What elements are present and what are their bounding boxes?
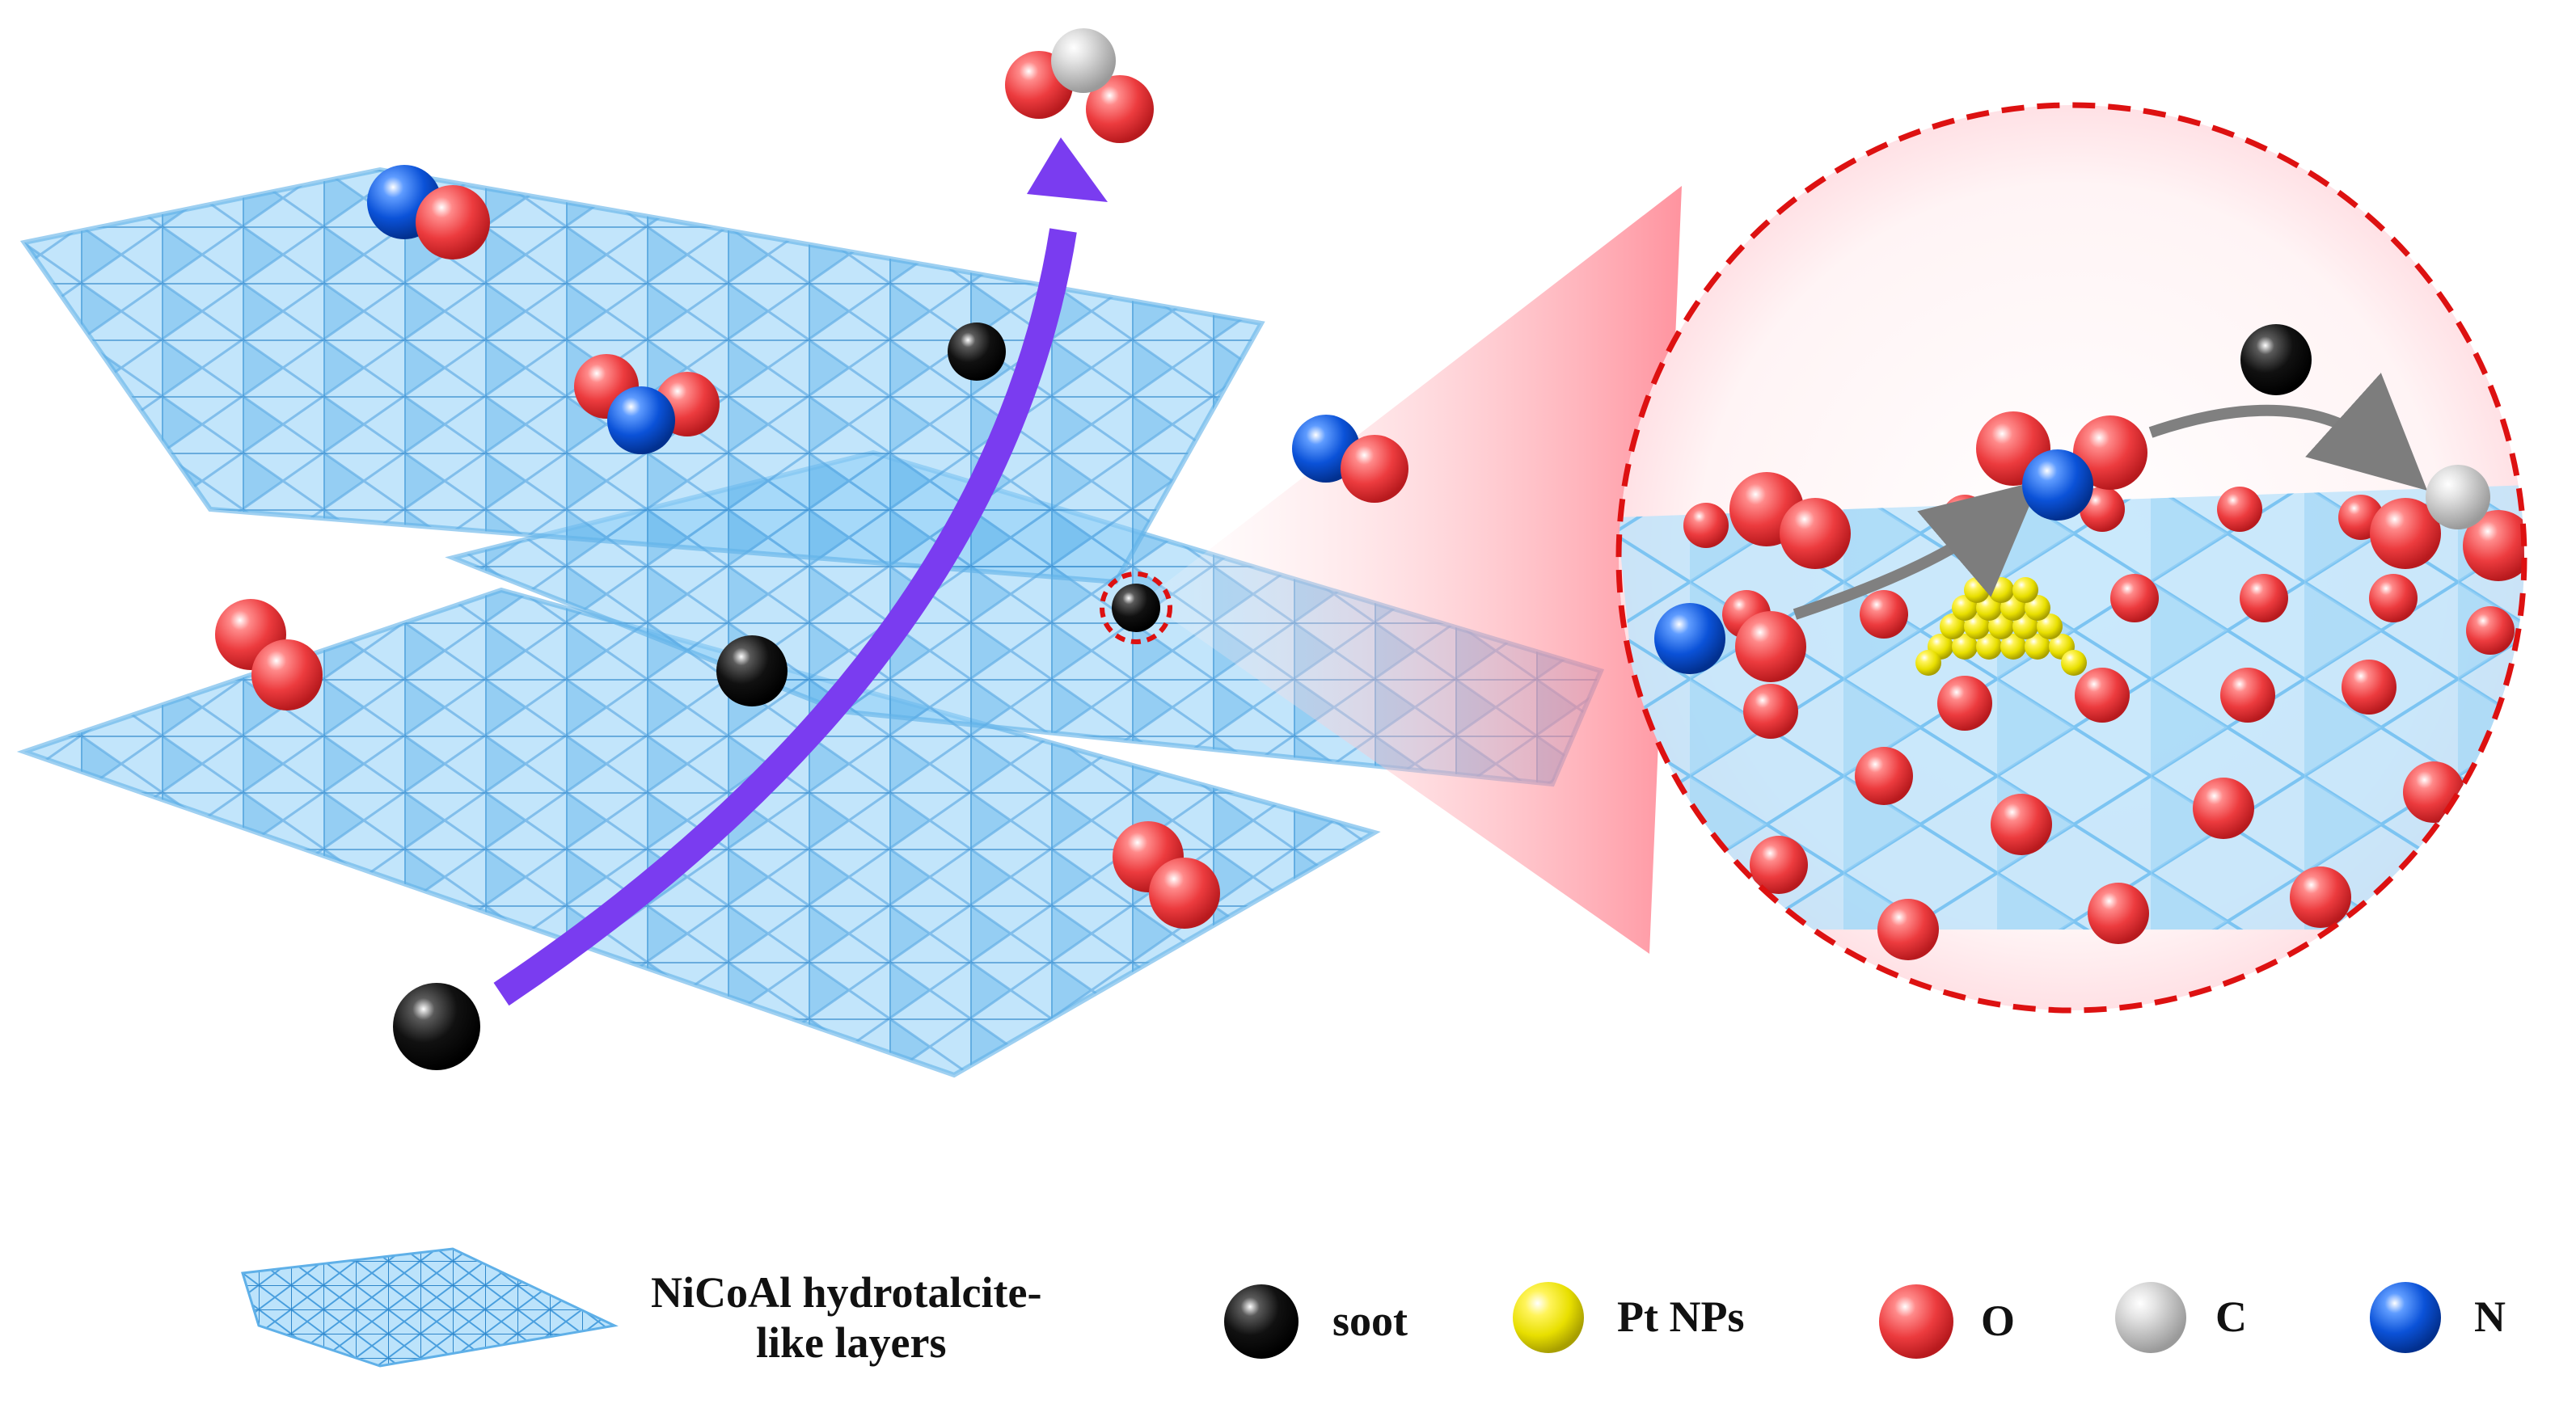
no2-molecule — [574, 354, 720, 454]
zoom-soot-particle — [2240, 324, 2312, 395]
soot-highlight-ring — [1100, 571, 1172, 644]
legend-c-label: C — [2215, 1292, 2247, 1341]
o2-molecule-bottom — [1113, 821, 1220, 929]
zoom-co2-o2 — [2463, 510, 2524, 581]
soot-particle-middle — [716, 635, 788, 706]
soot-particle-start — [393, 983, 480, 1070]
zoom-circle — [1615, 102, 2527, 1014]
legend — [241, 1247, 2441, 1368]
zoom-no2-n — [2022, 449, 2093, 521]
upper-layer — [19, 167, 1265, 585]
zoom-co2-c — [2426, 465, 2490, 529]
legend-pt-label: Pt NPs — [1617, 1292, 1745, 1341]
zoom-o-atom-b — [1780, 498, 1851, 569]
soot-oxidation-arrow — [2148, 373, 2428, 491]
soot-particle-zoom-target — [1112, 584, 1160, 632]
legend-pt-icon — [1513, 1282, 1584, 1353]
legend-layers-label-line1: NiCoAl hydrotalcite- — [651, 1268, 1042, 1317]
legend-o-label: O — [1981, 1296, 2016, 1345]
zoom-o-atom-left — [1735, 611, 1806, 682]
zoom-cone — [1144, 186, 1682, 954]
no-oxidation-arrow — [1793, 480, 2041, 620]
legend-o-icon — [1879, 1284, 1953, 1359]
soot-particle-top — [948, 323, 1006, 381]
zoom-n-atom-left — [1654, 603, 1725, 674]
zoom-co2-o1 — [2370, 498, 2441, 569]
legend-layers-label-line2: like layers — [756, 1318, 947, 1367]
legend-n-icon — [2370, 1282, 2441, 1353]
o2-molecule-left — [215, 599, 323, 710]
legend-soot-icon — [1224, 1284, 1299, 1359]
no-molecule-upper-left — [367, 165, 490, 259]
legend-c-icon — [2115, 1282, 2186, 1353]
reaction-path-arrow — [493, 137, 1108, 1006]
no-molecule-right — [1292, 415, 1408, 503]
zoom-no2-o2 — [2073, 415, 2147, 490]
zoom-detail — [1619, 105, 2524, 1010]
legend-soot-label: soot — [1332, 1296, 1408, 1345]
hydrotalcite-layer-icon — [241, 1247, 619, 1368]
legend-n-label: N — [2474, 1292, 2506, 1341]
co2-molecule-top — [1005, 28, 1154, 143]
